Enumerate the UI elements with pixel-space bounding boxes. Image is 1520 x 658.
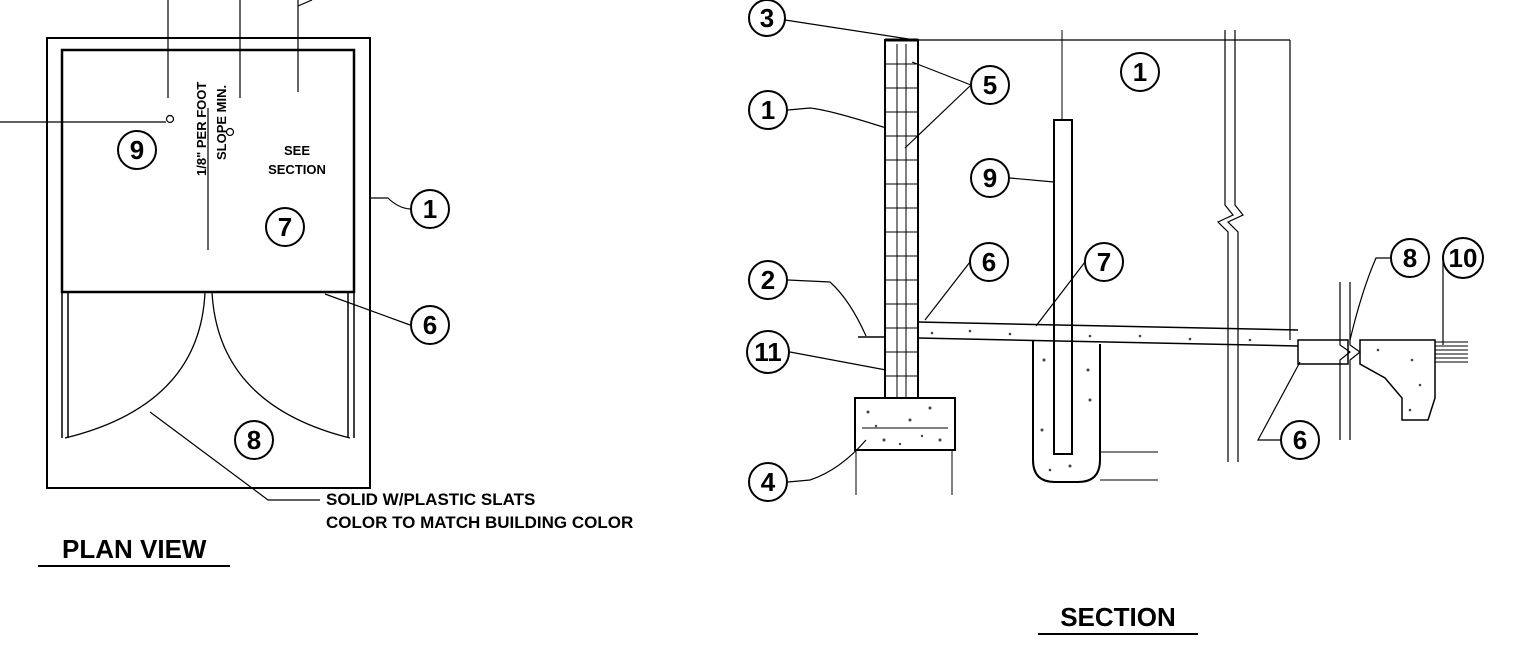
section-masonry-wall bbox=[884, 39, 919, 399]
section-pier-speckle bbox=[1040, 358, 1092, 472]
svg-text:11: 11 bbox=[754, 337, 782, 367]
plan-callout-6: 6 bbox=[324, 293, 450, 345]
plan-gate-note-line2: COLOR TO MATCH BUILDING COLOR bbox=[326, 513, 633, 532]
plan-callout-8: 8 bbox=[234, 420, 274, 460]
plan-callout-9: 9 bbox=[117, 130, 157, 170]
section-callout-3: 3 bbox=[748, 0, 916, 41]
section-title: SECTION bbox=[1060, 602, 1176, 632]
section-callout-11: 11 bbox=[746, 330, 887, 374]
svg-text:9: 9 bbox=[983, 163, 997, 193]
section-concrete-slab bbox=[917, 321, 1299, 347]
svg-text:7: 7 bbox=[278, 212, 292, 242]
plan-drain-marker-2 bbox=[225, 127, 235, 137]
plan-view: 1/8" PER FOOT SLOPE MIN. SEE SECTION SOL… bbox=[0, 0, 633, 567]
section-break-line-1 bbox=[1216, 30, 1244, 462]
section-wall-footing bbox=[854, 397, 956, 451]
plan-callout-7: 7 bbox=[265, 207, 305, 247]
plan-gate-swing-right bbox=[211, 291, 351, 439]
section-callout-4: 4 bbox=[748, 439, 867, 502]
svg-text:7: 7 bbox=[1097, 247, 1111, 277]
section-callout-5: 5 bbox=[904, 61, 1010, 149]
svg-text:6: 6 bbox=[982, 247, 996, 277]
plan-slope-note-line2: SLOPE MIN. bbox=[214, 85, 229, 160]
plan-callout-1: 1 bbox=[370, 189, 450, 229]
section-callout-9: 9 bbox=[970, 158, 1055, 198]
svg-text:1: 1 bbox=[423, 194, 437, 224]
plan-view-title: PLAN VIEW bbox=[62, 534, 207, 564]
section-callout-6-top: 6 bbox=[924, 242, 1009, 321]
section-callout-1-top: 1 bbox=[1120, 52, 1160, 92]
section-slab-edge bbox=[1297, 339, 1349, 365]
svg-text:1: 1 bbox=[1133, 57, 1147, 87]
section-pier bbox=[1032, 340, 1101, 483]
plan-slope-note-line1: 1/8" PER FOOT bbox=[194, 82, 209, 176]
plan-gate-note-leader bbox=[149, 411, 320, 501]
svg-text:10: 10 bbox=[1449, 243, 1478, 273]
svg-text:3: 3 bbox=[760, 3, 774, 33]
section-callout-6-bottom: 6 bbox=[1256, 361, 1320, 460]
plan-slab-outline bbox=[60, 48, 356, 294]
plan-gate-swing-left bbox=[64, 291, 206, 439]
section-callout-1-wall: 1 bbox=[748, 90, 887, 130]
svg-text:2: 2 bbox=[761, 265, 775, 295]
plan-see-section-line1: SEE bbox=[284, 143, 310, 158]
section-footing-speckle bbox=[866, 406, 942, 446]
svg-text:9: 9 bbox=[130, 135, 144, 165]
plan-drain-marker-1 bbox=[165, 114, 175, 124]
svg-text:8: 8 bbox=[247, 425, 261, 455]
svg-text:6: 6 bbox=[423, 310, 437, 340]
section-paving-lines bbox=[1435, 341, 1468, 363]
section-curb bbox=[1359, 339, 1436, 421]
plan-gate-note-line1: SOLID W/PLASTIC SLATS bbox=[326, 490, 535, 509]
svg-text:4: 4 bbox=[761, 467, 776, 497]
plan-see-section-line2: SECTION bbox=[268, 162, 326, 177]
section-callout-2: 2 bbox=[748, 260, 867, 337]
svg-text:5: 5 bbox=[983, 70, 997, 100]
section-view: 3 5 1 1 9 6 7 bbox=[746, 0, 1484, 635]
section-block-courses bbox=[885, 63, 918, 377]
svg-text:6: 6 bbox=[1293, 425, 1307, 455]
section-callout-7: 7 bbox=[1035, 242, 1124, 327]
section-callout-8: 8 bbox=[1349, 238, 1430, 341]
svg-text:8: 8 bbox=[1403, 243, 1417, 273]
plan-outer-outline bbox=[46, 37, 371, 489]
section-break-line-2 bbox=[1339, 282, 1362, 440]
plan-section-flag bbox=[297, 0, 313, 7]
svg-text:1: 1 bbox=[761, 95, 775, 125]
section-bollard bbox=[1053, 119, 1073, 455]
section-callout-10: 10 bbox=[1442, 237, 1484, 345]
section-curb-speckle bbox=[1376, 348, 1422, 412]
